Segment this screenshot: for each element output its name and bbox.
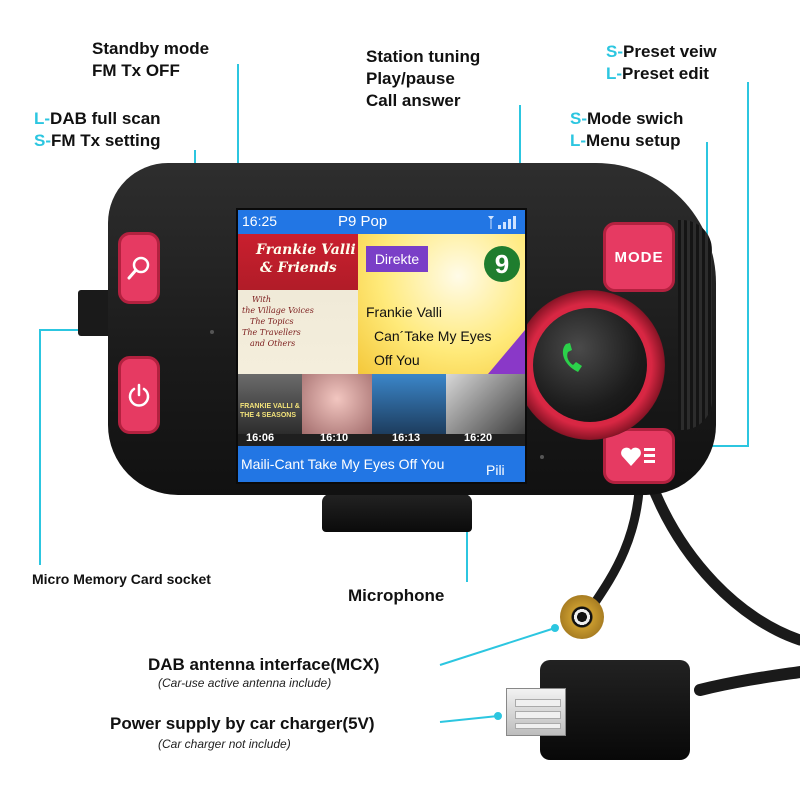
screen-status-bar: 16:25 P9 Pop	[238, 210, 525, 234]
device-stand	[322, 494, 472, 532]
device-screen: 16:25 P9 Pop Frankie Valli & Friends Wit…	[236, 208, 527, 484]
history-time-strip	[238, 434, 525, 446]
history-time: 16:13	[392, 432, 421, 444]
history-time: 16:10	[320, 432, 349, 444]
callout-dab-text: DAB full scan	[50, 109, 161, 128]
callout-preset-view-text: Preset veiw	[623, 42, 717, 61]
purple-corner	[488, 330, 525, 374]
history-time: 16:06	[246, 432, 275, 444]
album-credits: With the Village Voices The Topics The T…	[242, 294, 314, 349]
history-thumb	[372, 374, 446, 436]
callout-mode-switch-text: Mode swich	[587, 109, 684, 128]
signal-icon	[488, 216, 516, 229]
screen-station: P9 Pop	[338, 213, 388, 230]
antenna-cable	[585, 465, 800, 696]
callout-preset-edit-text: Preset edit	[622, 64, 709, 83]
callout-antenna: DAB antenna interface(MCX)	[148, 655, 380, 674]
usb-plug[interactable]	[506, 688, 566, 736]
history-thumb	[446, 374, 525, 436]
album-title-2: & Friends	[260, 260, 337, 276]
usb-pin	[515, 723, 561, 729]
phone-icon	[562, 343, 582, 372]
callout-microphone: Microphone	[348, 586, 445, 605]
tuning-knob[interactable]	[533, 308, 647, 422]
usb-pin	[515, 711, 561, 719]
live-badge: Direkte	[366, 246, 428, 272]
thumb-album-text: FRANKIE VALLI &	[240, 403, 300, 410]
callout-key: L-	[34, 109, 51, 128]
callout-mode: S-Mode swich L-Menu setup	[570, 108, 683, 152]
callout-standby-line1: Standby mode	[92, 39, 210, 58]
callout-key: S-	[606, 42, 623, 61]
scroll-text: Maili-Cant Take My Eyes Off You	[241, 456, 445, 472]
scroll-artist: Pili	[486, 462, 505, 478]
callout-power: Power supply by car charger(5V)	[110, 714, 375, 733]
album-title-1: Frankie Valli	[256, 242, 356, 258]
preset-button[interactable]	[603, 428, 675, 484]
screen-time: 16:25	[242, 213, 278, 229]
callout-card-socket: Micro Memory Card socket	[32, 571, 211, 587]
callout-standby: Standby mode FM Tx OFF	[92, 38, 209, 82]
callout-antenna-note: (Car-use active antenna include)	[158, 676, 332, 690]
microphone-hole	[540, 455, 544, 459]
callout-tuning: Station tuning Play/pause Call answer	[366, 46, 480, 112]
callout-scan: L-DAB full scan S-FM Tx setting	[34, 108, 161, 152]
now-playing-title-2: Off You	[374, 352, 420, 368]
heart-list-icon	[621, 447, 655, 466]
callout-power-note: (Car charger not include)	[158, 737, 291, 751]
history-thumb	[302, 374, 372, 436]
microphone-hole	[210, 330, 214, 334]
album-credit: The Travellers	[242, 328, 301, 337]
callout-preset: S-Preset veiw L-Preset edit	[606, 41, 717, 85]
callout-fmtx-text: FM Tx setting	[51, 131, 161, 150]
album-credit: The Topics	[250, 317, 294, 326]
callout-key: L-	[606, 64, 623, 83]
thumb-album-text: THE 4 SEASONS	[240, 412, 297, 419]
line-antenna	[439, 627, 556, 666]
power-button[interactable]	[118, 356, 160, 434]
mcx-antenna-connector[interactable]	[560, 595, 604, 639]
history-thumb: FRANKIE VALLI & THE 4 SEASONS	[238, 374, 302, 436]
power-icon	[128, 383, 150, 407]
album-credit: the Village Voices	[242, 306, 314, 315]
history-time: 16:20	[464, 432, 493, 444]
now-playing-title-1: Can´Take My Eyes	[374, 328, 492, 344]
callout-key: S-	[570, 109, 587, 128]
history-thumbnails: FRANKIE VALLI & THE 4 SEASONS 16:06 16:1…	[238, 374, 525, 446]
album-credit: and Others	[250, 339, 296, 348]
callout-key: L-	[570, 131, 587, 150]
now-playing-artist: Frankie Valli	[366, 304, 442, 320]
callout-tuning-line2: Play/pause	[366, 69, 455, 88]
callout-key: S-	[34, 131, 51, 150]
search-button[interactable]	[118, 232, 160, 304]
mode-button-label: MODE	[614, 248, 664, 266]
usb-pin	[515, 699, 561, 707]
album-credit: With	[252, 295, 272, 304]
line-card	[39, 329, 110, 565]
search-icon	[127, 256, 150, 280]
mode-button[interactable]: MODE	[603, 222, 675, 292]
callout-menu-text: Menu setup	[586, 131, 681, 150]
album-cover: Frankie Valli & Friends With the Village…	[238, 234, 358, 374]
callout-standby-line2: FM Tx OFF	[92, 61, 180, 80]
callout-tuning-line1: Station tuning	[366, 47, 481, 66]
callout-tuning-line3: Call answer	[366, 91, 461, 110]
line-power	[439, 715, 499, 723]
speaker-grille	[678, 220, 712, 430]
screen-scroll-bar: Maili-Cant Take My Eyes Off You Pili	[238, 446, 525, 482]
channel-logo: 9	[484, 246, 520, 282]
